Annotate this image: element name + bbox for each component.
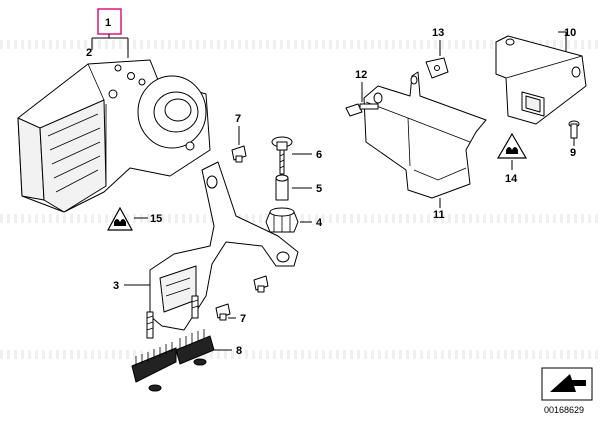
rubber-mount-part-8[interactable] (131, 329, 215, 392)
bolt-part-6[interactable] (271, 136, 293, 175)
bracket-part-3[interactable] (149, 161, 299, 331)
callout-1[interactable]: 1 (105, 17, 111, 29)
callout-5[interactable]: 5 (316, 183, 322, 195)
screw-part-7-lower[interactable] (215, 303, 231, 321)
callout-12[interactable]: 12 (355, 69, 367, 81)
callout-6[interactable]: 6 (316, 149, 322, 161)
watermark-band-top (0, 40, 600, 49)
warning-triangle-icon-14 (496, 132, 528, 159)
stud-bolt-right (191, 295, 199, 319)
screw-part-7-upper[interactable] (231, 145, 247, 163)
sleeve-part-5[interactable] (275, 174, 289, 201)
callout-7-lower[interactable]: 7 (240, 313, 246, 325)
yaw-rate-sensor-part-10[interactable] (495, 35, 587, 125)
watermark-band-mid (0, 214, 600, 223)
callout-3[interactable]: 3 (113, 280, 119, 292)
warning-triangle-icon (106, 206, 134, 231)
callout-8[interactable]: 8 (236, 345, 242, 357)
callout-11[interactable]: 11 (433, 209, 445, 221)
screw-part-12[interactable] (345, 103, 379, 117)
watermark-band-low (0, 350, 600, 359)
screw-part-9[interactable] (568, 120, 580, 139)
callout-14[interactable]: 14 (505, 173, 518, 185)
callout-4[interactable]: 4 (316, 217, 323, 229)
callout-15[interactable]: 15 (150, 213, 162, 225)
callout-10[interactable]: 10 (564, 27, 576, 39)
callout-13[interactable]: 13 (432, 27, 444, 39)
grommet-part-4[interactable] (265, 207, 299, 233)
stud-bolt-left (146, 311, 154, 339)
direction-arrow-icon (541, 367, 593, 401)
abs-hydraulic-unit[interactable] (17, 59, 211, 213)
screw-part-7-mid[interactable] (253, 275, 269, 293)
clip-nut-part-13[interactable] (425, 57, 449, 79)
callout-2[interactable]: 2 (86, 47, 92, 59)
document-id: 00168629 (544, 405, 585, 415)
callout-7-upper[interactable]: 7 (235, 113, 241, 125)
bracket-part-11[interactable] (363, 71, 487, 199)
callout-9[interactable]: 9 (570, 147, 576, 159)
